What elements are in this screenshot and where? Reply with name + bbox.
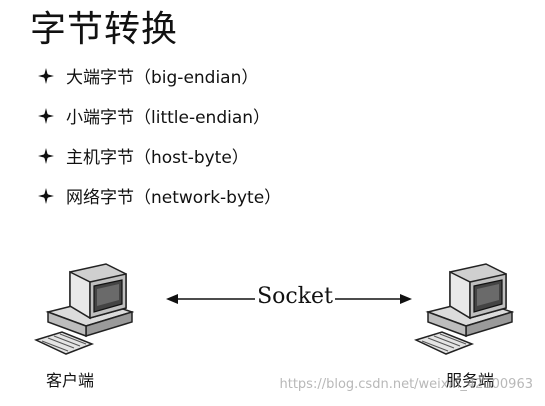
bullet-item-big-endian: 大端字节（big-endian） <box>36 62 281 89</box>
diamond-bullet-icon <box>38 107 54 124</box>
bullet-text: 大端字节（big-endian） <box>66 68 259 88</box>
diamond-bullet-icon <box>38 187 54 204</box>
bullet-text: 网络字节（network-byte） <box>66 188 282 208</box>
bullet-item-network-byte: 网络字节（network-byte） <box>36 182 281 209</box>
server-label: 服务端 <box>446 371 495 390</box>
diamond-bullet-icon <box>38 67 54 84</box>
watermark: https://blog.csdn.net/weixin_42100963 <box>279 377 533 392</box>
client-computer-icon <box>34 263 134 355</box>
bullet-list: 大端字节（big-endian） 小端字节（little-endian） 主机字… <box>36 62 281 222</box>
bullet-text: 小端字节（little-endian） <box>66 108 271 128</box>
bullet-text: 主机字节（host-byte） <box>66 148 249 168</box>
bullet-item-little-endian: 小端字节（little-endian） <box>36 102 281 129</box>
slide-title: 字节转换 <box>30 9 179 50</box>
bullet-item-host-byte: 主机字节（host-byte） <box>36 142 281 169</box>
diamond-bullet-icon <box>38 147 54 164</box>
socket-label: Socket <box>255 283 335 311</box>
server-computer-icon <box>414 263 514 355</box>
client-label: 客户端 <box>46 371 95 390</box>
